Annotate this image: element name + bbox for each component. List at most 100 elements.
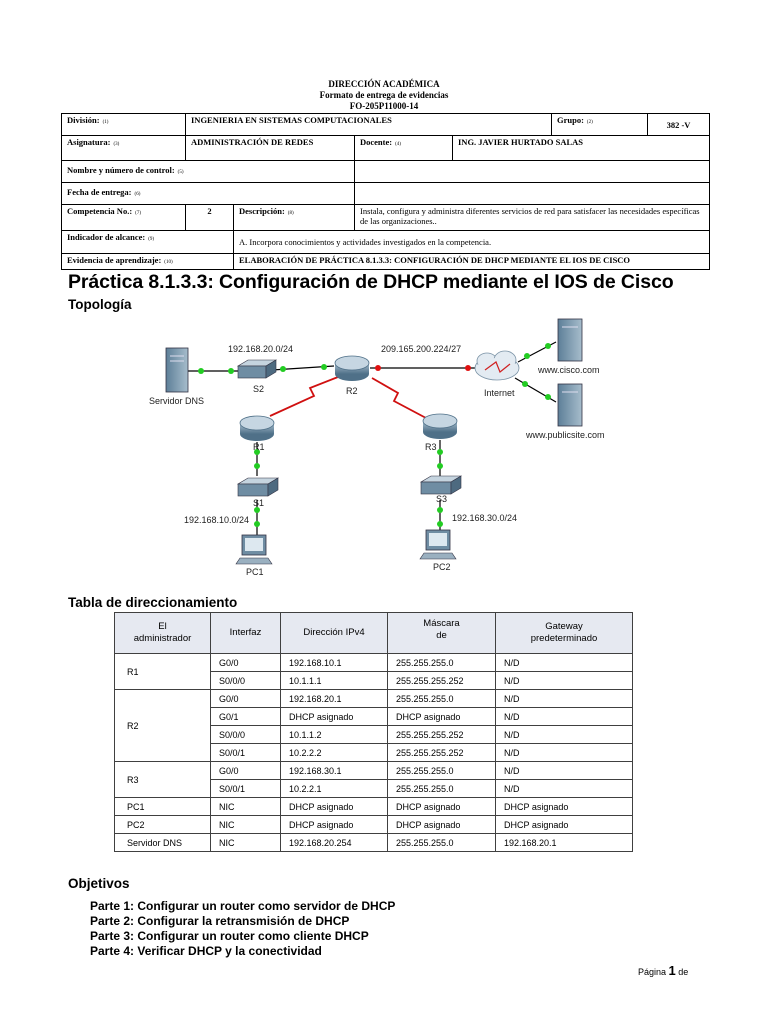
table-cell: S0/0/0 <box>210 725 281 744</box>
evidencia-value: ELABORACIÓN DE PRÁCTICA 8.1.3.3: CONFIGU… <box>233 253 710 270</box>
table-cell: N/D <box>495 653 633 672</box>
asignatura-value: ADMINISTRACIÓN DE REDES <box>185 135 355 161</box>
table-cell: 255.255.255.0 <box>387 761 496 780</box>
objective-item: Parte 2: Configurar la retransmisión de … <box>90 914 350 928</box>
table-cell: 10.1.1.2 <box>280 725 388 744</box>
table-cell: DHCP asignado <box>387 797 496 816</box>
table-cell: N/D <box>495 725 633 744</box>
table-cell: 255.255.255.252 <box>387 725 496 744</box>
page-label: Página <box>638 967 667 977</box>
label-net-10: 192.168.10.0/24 <box>184 515 249 525</box>
table-cell: S0/0/1 <box>210 779 281 798</box>
table-cell: DHCP asignado <box>495 797 633 816</box>
competencia-label-cell: Competencia No.:(7) <box>61 204 186 231</box>
device-name-cell: R1 <box>114 653 211 690</box>
page-of: de <box>678 967 689 977</box>
table-cell: 192.168.30.1 <box>280 761 388 780</box>
table-cell: G0/0 <box>210 761 281 780</box>
device-name-cell: R3 <box>114 761 211 798</box>
objectives-heading: Objetivos <box>68 876 130 891</box>
label-r1: R1 <box>253 442 265 452</box>
descripcion-label-cell: Descripción:(8) <box>233 204 355 231</box>
column-header-interfaz: Interfaz <box>210 612 281 654</box>
page-number: 1 <box>668 963 676 978</box>
table-cell: 10.2.2.1 <box>280 779 388 798</box>
label-pc2: PC2 <box>433 562 451 572</box>
table-cell: 192.168.20.1 <box>495 833 633 852</box>
topology-heading: Topología <box>68 297 132 312</box>
table-cell: 255.255.255.0 <box>387 779 496 798</box>
evidence-form-table: División:(1) INGENIERIA EN SISTEMAS COMP… <box>61 113 710 270</box>
table-cell: 255.255.255.0 <box>387 833 496 852</box>
device-name-cell: R2 <box>114 689 211 762</box>
label-servidor-dns: Servidor DNS <box>149 396 204 406</box>
evidencia-label-cell: Evidencia de aprendizaje:(10) <box>61 253 234 270</box>
pc-icon <box>419 529 457 560</box>
table-cell: N/D <box>495 689 633 708</box>
device-name-cell: PC2 <box>114 815 211 834</box>
table-cell: DHCP asignado <box>387 707 496 726</box>
label-r2: R2 <box>346 386 358 396</box>
device-name-cell: PC1 <box>114 797 211 816</box>
label-net-internet: 209.165.200.224/27 <box>381 344 461 354</box>
page-title: Práctica 8.1.3.3: Configuración de DHCP … <box>68 271 674 293</box>
serial-links <box>269 376 427 419</box>
label-s1: S1 <box>253 498 264 508</box>
device-name-cell: Servidor DNS <box>114 833 211 852</box>
table-cell: DHCP asignado <box>280 797 388 816</box>
server-icon <box>165 347 189 393</box>
table-cell: G0/0 <box>210 653 281 672</box>
label-s2: S2 <box>253 384 264 394</box>
table-cell: 192.168.20.1 <box>280 689 388 708</box>
table-cell: DHCP asignado <box>387 815 496 834</box>
table-cell: DHCP asignado <box>495 815 633 834</box>
table-cell: 255.255.255.252 <box>387 743 496 762</box>
table-cell: 255.255.255.252 <box>387 671 496 690</box>
router-icon <box>334 355 370 381</box>
table-cell: N/D <box>495 743 633 762</box>
table-cell: N/D <box>495 779 633 798</box>
objective-item: Parte 4: Verificar DHCP y la conectivida… <box>90 944 322 958</box>
label-r3: R3 <box>425 442 437 452</box>
router-icon <box>239 415 275 441</box>
label-pc1: PC1 <box>246 567 264 577</box>
column-header-ipv4: Dirección IPv4 <box>280 612 388 654</box>
objective-item: Parte 1: Configurar un router como servi… <box>90 899 396 913</box>
table-cell: S0/0/1 <box>210 743 281 762</box>
docente-label-cell: Docente:(4) <box>354 135 453 161</box>
objective-item: Parte 3: Configurar un router como clien… <box>90 929 369 943</box>
switch-icon <box>236 359 278 379</box>
table-cell: N/D <box>495 761 633 780</box>
table-cell: G0/1 <box>210 707 281 726</box>
link-indicators <box>198 343 551 527</box>
label-internet: Internet <box>484 388 515 398</box>
label-cisco: www.cisco.com <box>537 365 600 375</box>
table-cell: G0/0 <box>210 689 281 708</box>
switch-icon <box>419 475 463 495</box>
server-icon <box>557 318 583 362</box>
table-cell: 10.1.1.1 <box>280 671 388 690</box>
table-cell: S0/0/0 <box>210 671 281 690</box>
table-cell: N/D <box>495 707 633 726</box>
table-cell: 255.255.255.0 <box>387 653 496 672</box>
server-icon <box>557 383 583 427</box>
label-s3: S3 <box>436 494 447 504</box>
switch-icon <box>236 477 280 497</box>
topology-diagram: 192.168.20.0/24 209.165.200.224/27 Servi… <box>149 318 605 577</box>
table-cell: NIC <box>210 815 281 834</box>
table-cell: NIC <box>210 797 281 816</box>
header-line-1: DIRECCIÓN ACADÉMICA <box>328 79 440 89</box>
table-cell: 192.168.10.1 <box>280 653 388 672</box>
